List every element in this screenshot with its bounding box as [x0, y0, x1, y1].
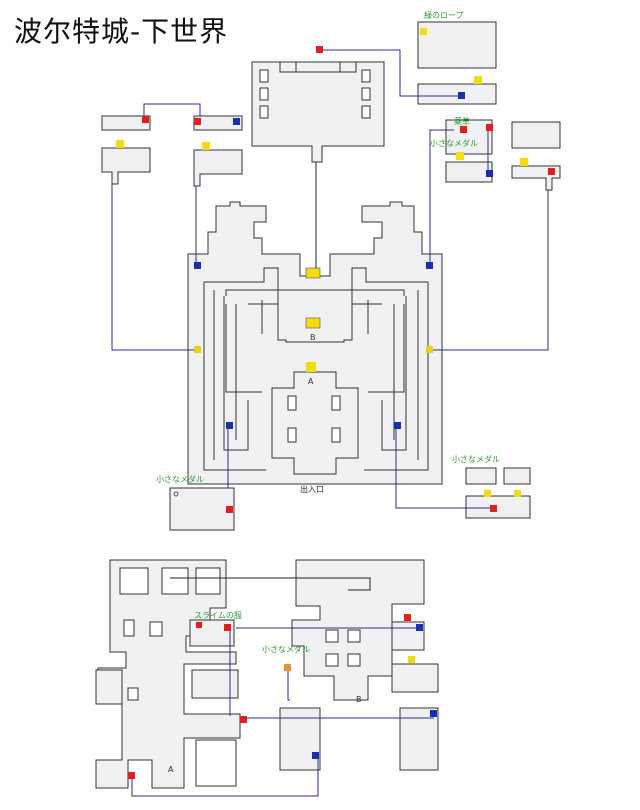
room-rope [417, 21, 497, 69]
treasure-chest-icon [474, 76, 482, 84]
label-slime: スライムの服 [194, 611, 242, 620]
mark-a-bottom: A [168, 765, 174, 774]
room-tl-1 [101, 115, 151, 131]
lower-right-cells [325, 629, 361, 667]
stairs-up-icon [224, 624, 231, 631]
room-medal-right-a [465, 467, 497, 485]
treasure-chest-icon [426, 346, 433, 353]
treasure-chest-icon [305, 267, 321, 279]
room-rope-lower [417, 83, 497, 105]
lower-room-left-box [95, 669, 123, 705]
treasure-chest-icon [520, 158, 528, 166]
treasure-chest-icon [514, 490, 521, 497]
stairs-down-icon [416, 624, 423, 631]
stairs-up-icon [240, 716, 247, 723]
label-medal-2: 小さなメダル [156, 474, 204, 484]
stairs-down-icon [458, 92, 465, 99]
mark-b-bottom: B [356, 695, 362, 704]
stairs-down-icon [226, 422, 233, 429]
treasure-chest-icon [456, 152, 464, 160]
stairs-down-icon [430, 710, 437, 717]
stairs-up-icon [486, 124, 493, 131]
stairs-up-icon [548, 168, 555, 175]
stairs-up-icon [316, 46, 323, 53]
treasure-chest-icon [202, 142, 210, 150]
label-medal-4: 小さなメダル [262, 644, 310, 654]
label-exit: 出入口 [300, 484, 324, 494]
lower-room-mid [191, 669, 239, 699]
stairs-up-icon [142, 116, 149, 123]
upper-markers [116, 28, 555, 513]
room-a-pillars [287, 395, 341, 443]
lower-links [131, 577, 434, 797]
label-medal-1: 小さなメダル [430, 138, 478, 148]
stairs-up-icon [460, 126, 467, 133]
map-title: 波尔特城-下世界 [14, 15, 229, 48]
room-top-hall [251, 61, 385, 163]
stairs-down-icon [486, 170, 493, 177]
room-medal-right-c [465, 495, 531, 519]
treasure-chest-icon [194, 346, 201, 353]
treasure-chest-icon [408, 656, 415, 663]
lower-room-r3 [279, 707, 321, 771]
stairs-up-icon [128, 772, 135, 779]
lower-left-cells [119, 567, 237, 787]
room-herb [445, 119, 493, 155]
stairs-down-icon [394, 422, 401, 429]
mark-b-top: B [310, 333, 316, 342]
stairs-up-icon [226, 506, 233, 513]
stairs-up-icon [404, 614, 411, 621]
lower-room-r4 [399, 707, 439, 771]
room-medal-left [169, 487, 235, 531]
stairs-orange-icon [284, 664, 291, 671]
label-rope: 緑のロープ [424, 10, 464, 20]
treasure-chest-icon [420, 28, 427, 35]
lower-markers [128, 614, 437, 779]
castle-main [187, 201, 443, 485]
room-medal-right-b [503, 467, 531, 485]
stairs-down-icon [312, 752, 319, 759]
room-herb-lower [445, 161, 493, 183]
label-medal-3: 小さなメダル [452, 454, 500, 464]
treasure-chest-icon [196, 622, 202, 628]
stairs-up-icon [490, 505, 497, 512]
stairs-up-icon [194, 118, 201, 125]
hall-windows [259, 69, 371, 119]
room-tr-box [511, 121, 561, 149]
lower-room-r2 [391, 663, 439, 693]
room-tl-4 [193, 149, 243, 187]
treasure-chest-icon [305, 317, 321, 329]
room-tl-3 [101, 147, 151, 185]
mark-a-top: A [308, 377, 314, 386]
treasure-chest-icon [116, 140, 124, 148]
stairs-down-icon [194, 262, 201, 269]
label-herb: 薬草 [454, 116, 470, 126]
stairs-down-icon [233, 118, 240, 125]
upper-links [111, 49, 549, 509]
stairs-down-icon [426, 262, 433, 269]
treasure-chest-icon [484, 490, 491, 497]
room-centre-b [277, 289, 353, 343]
treasure-chest-icon [306, 362, 316, 372]
